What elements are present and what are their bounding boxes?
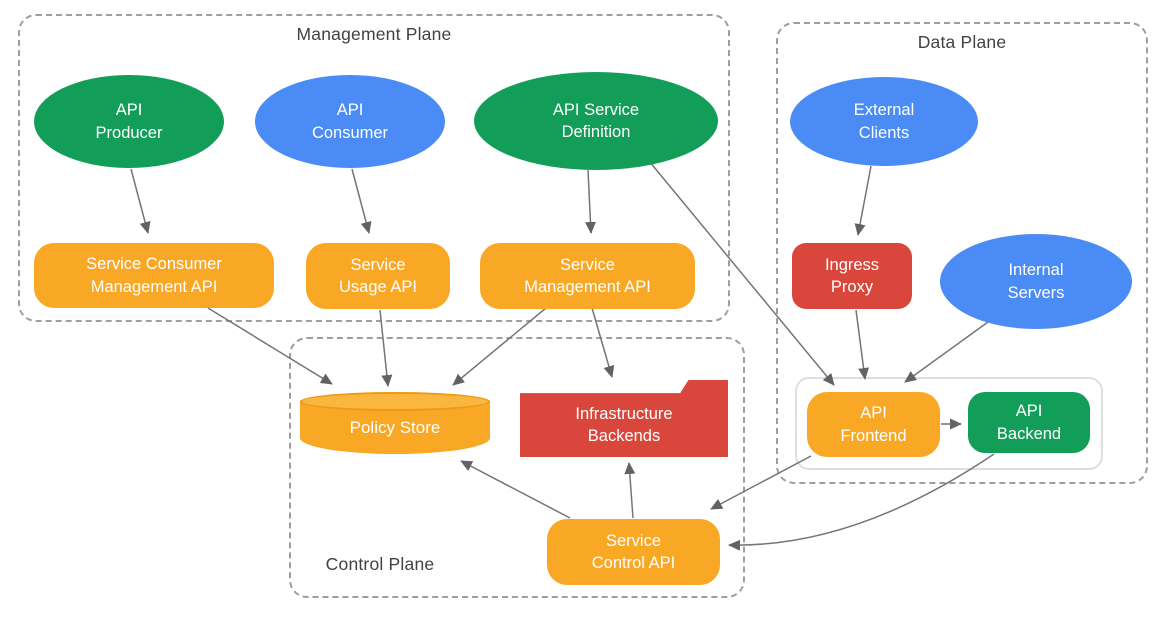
control-plane-label: Control Plane [325, 554, 435, 574]
node-internal-servers-label: Internal Servers [1007, 261, 1065, 302]
node-service-control-api-label: Service Control API [591, 531, 676, 572]
node-infrastructure-backends-label: Infrastructure Backends [575, 404, 673, 445]
node-api-backend-label: API Backend [996, 402, 1062, 443]
node-api-consumer: API Consumer [255, 75, 445, 168]
node-external-clients: External Clients [790, 77, 978, 166]
node-policy-store: Policy Store [300, 392, 490, 454]
node-api-backend: API Backend [968, 392, 1090, 453]
node-ingress-proxy: Ingress Proxy [792, 243, 912, 309]
node-api-frontend: API Frontend [807, 392, 940, 457]
node-api-service-definition: API Service Definition [474, 72, 718, 170]
node-service-control-api: Service Control API [547, 519, 720, 585]
data-plane-label: Data Plane [917, 32, 1007, 52]
node-service-consumer-management-api-label: Service Consumer Management API [86, 255, 222, 296]
node-service-usage-api: Service Usage API [306, 243, 450, 309]
node-service-management-api-label: Service Management API [524, 255, 651, 296]
node-api-producer-label: API Producer [95, 101, 163, 142]
node-service-usage-api-label: Service Usage API [339, 255, 417, 296]
node-api-frontend-label: API Frontend [840, 404, 907, 445]
node-external-clients-label: External Clients [853, 101, 915, 142]
node-internal-servers: Internal Servers [940, 234, 1132, 329]
node-api-service-definition-label: API Service Definition [552, 100, 640, 141]
node-service-consumer-management-api: Service Consumer Management API [34, 243, 274, 308]
node-api-consumer-label: API Consumer [311, 101, 389, 142]
node-api-producer: API Producer [34, 75, 224, 168]
management-plane-label: Management Plane [296, 24, 452, 44]
cylinder-top [300, 392, 490, 411]
node-service-management-api: Service Management API [480, 243, 695, 309]
node-ingress-proxy-label: Ingress Proxy [824, 255, 880, 296]
node-policy-store-label: Policy Store [349, 417, 441, 437]
